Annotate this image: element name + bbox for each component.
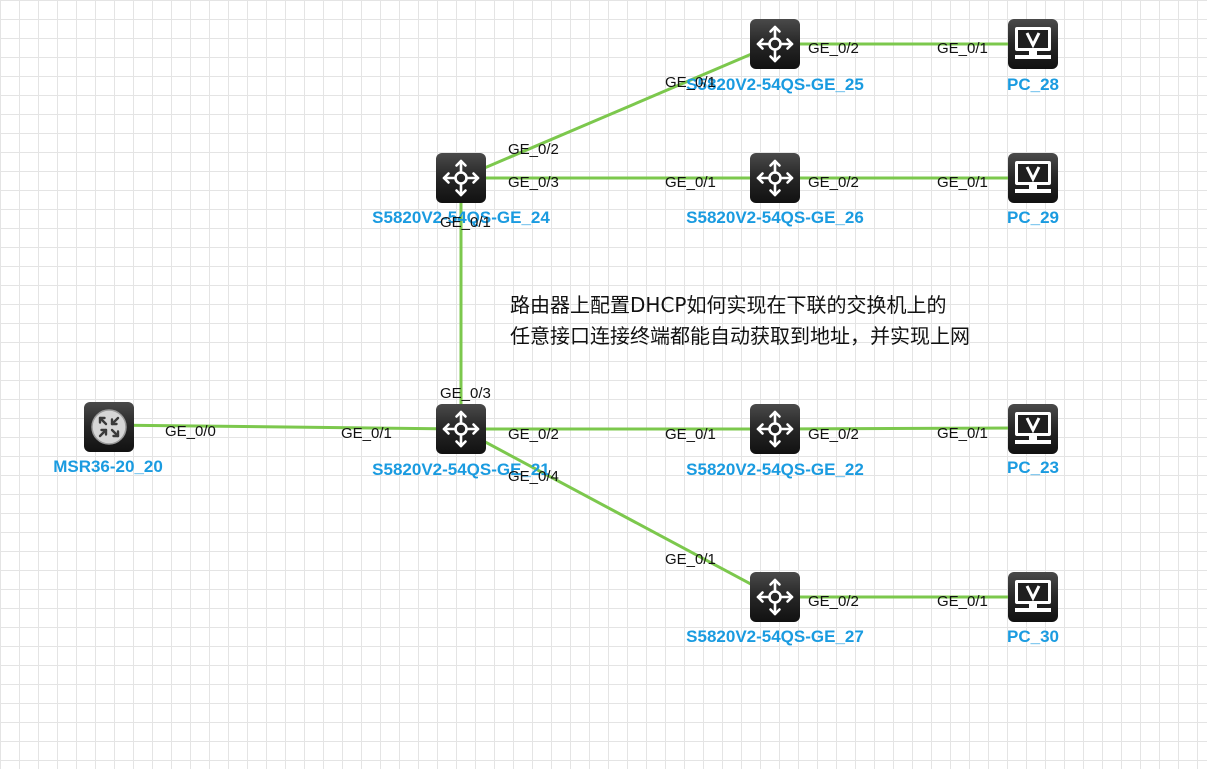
- note-line-2: 任意接口连接终端都能自动获取到地址，并实现上网: [510, 324, 970, 348]
- device-label-pc23: PC_23: [1007, 458, 1059, 477]
- port-label: GE_0/1: [665, 426, 716, 443]
- port-label: GE_0/4: [508, 468, 559, 485]
- port-label: GE_0/3: [440, 385, 491, 402]
- switch-icon: [750, 153, 800, 203]
- device-label-msr: MSR36-20_20: [53, 457, 163, 476]
- device-s26[interactable]: S5820V2-54QS-GE_26: [686, 153, 864, 227]
- device-pc30[interactable]: PC_30: [1007, 572, 1059, 646]
- port-label: GE_0/2: [508, 426, 559, 443]
- port-label: GE_0/2: [808, 174, 859, 191]
- link-s21-s27[interactable]: [460, 427, 776, 599]
- port-label: GE_0/2: [808, 593, 859, 610]
- port-label: GE_0/1: [937, 40, 988, 57]
- device-label-pc29: PC_29: [1007, 208, 1059, 227]
- router-icon: [84, 402, 134, 452]
- switch-icon: [750, 19, 800, 69]
- device-s21[interactable]: S5820V2-54QS-GE_21: [372, 404, 550, 479]
- port-label: GE_0/1: [665, 174, 716, 191]
- port-label: GE_0/0: [165, 423, 216, 440]
- port-label: GE_0/1: [665, 551, 716, 568]
- device-label-pc30: PC_30: [1007, 627, 1059, 646]
- link-msr-s21[interactable]: [108, 423, 462, 431]
- pc-monitor-icon: [1008, 153, 1058, 203]
- port-label: GE_0/2: [808, 426, 859, 443]
- device-pc29[interactable]: PC_29: [1007, 153, 1059, 227]
- note-line-1: 路由器上配置DHCP如何实现在下联的交换机上的: [510, 293, 947, 317]
- device-s27[interactable]: S5820V2-54QS-GE_27: [686, 572, 864, 646]
- device-pc23[interactable]: PC_23: [1007, 404, 1059, 477]
- device-label-s26: S5820V2-54QS-GE_26: [686, 208, 864, 227]
- port-label: GE_0/1: [937, 593, 988, 610]
- port-label: GE_0/1: [937, 425, 988, 442]
- link-s24-s25[interactable]: [460, 42, 776, 180]
- port-label: GE_0/1: [341, 425, 392, 442]
- device-label-s27: S5820V2-54QS-GE_27: [686, 627, 864, 646]
- switch-icon: [436, 153, 486, 203]
- port-label: GE_0/1: [937, 174, 988, 191]
- port-label: GE_0/1: [440, 214, 491, 231]
- pc-monitor-icon: [1008, 404, 1058, 454]
- device-label-s25: S5820V2-54QS-GE_25: [686, 75, 864, 94]
- link-s22-pc23[interactable]: [774, 426, 1034, 431]
- device-label-s22: S5820V2-54QS-GE_22: [686, 460, 864, 479]
- port-label: GE_0/2: [508, 141, 559, 158]
- switch-icon: [750, 572, 800, 622]
- pc-monitor-icon: [1008, 19, 1058, 69]
- device-s22[interactable]: S5820V2-54QS-GE_22: [686, 404, 864, 479]
- switch-icon: [750, 404, 800, 454]
- device-label-pc28: PC_28: [1007, 75, 1059, 94]
- device-label-s21: S5820V2-54QS-GE_21: [372, 460, 550, 479]
- port-label: GE_0/2: [808, 40, 859, 57]
- port-label: GE_0/3: [508, 174, 559, 191]
- device-msr36-20-20[interactable]: MSR36-20_20: [53, 402, 163, 476]
- device-label-s24: S5820V2-54QS-GE_24: [372, 208, 550, 227]
- switch-icon: [436, 404, 486, 454]
- dhcp-question-note: 路由器上配置DHCP如何实现在下联的交换机上的 任意接口连接终端都能自动获取到地…: [510, 290, 1150, 352]
- device-s25[interactable]: S5820V2-54QS-GE_25: [686, 19, 864, 94]
- device-pc28[interactable]: PC_28: [1007, 19, 1059, 94]
- pc-monitor-icon: [1008, 572, 1058, 622]
- port-label: GE_0/1: [665, 74, 716, 91]
- device-s24[interactable]: S5820V2-54QS-GE_24: [372, 153, 550, 227]
